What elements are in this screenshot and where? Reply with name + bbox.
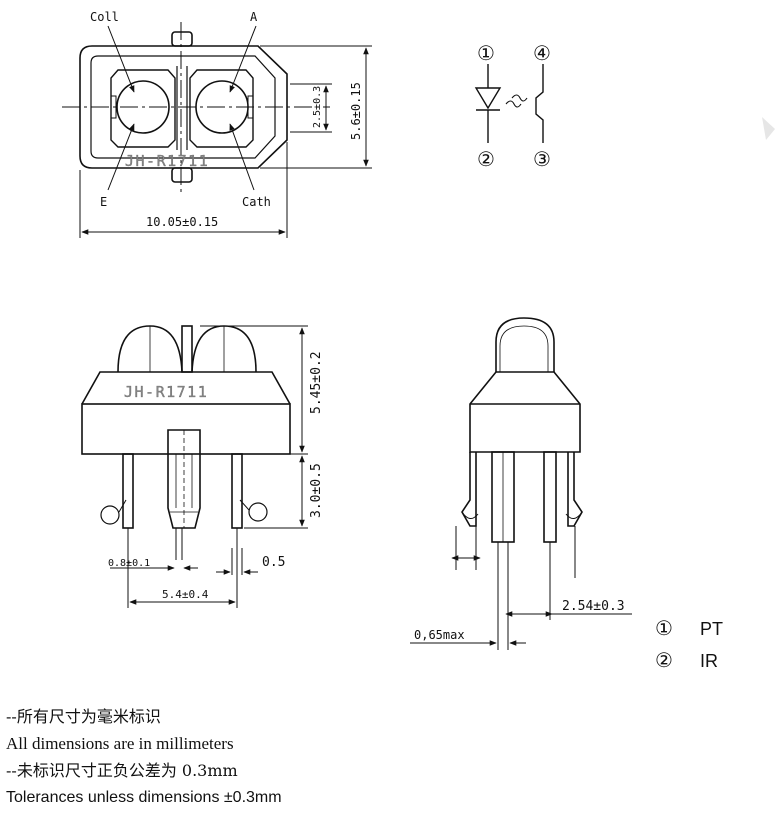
front-body-base — [81, 403, 291, 455]
leader-a — [229, 25, 257, 93]
top-view-text: Coll A E Cath JH-R1711 10.05±0.15 5.6±0.… — [90, 10, 363, 229]
note-line-cn-1: --所有尺寸为毫米标识 — [6, 707, 161, 726]
dim-lead-height-text: 3.0±0.5 — [309, 463, 324, 518]
lead-center — [167, 429, 201, 529]
dim-height-text: 5.6±0.15 — [349, 82, 363, 140]
leader-e — [107, 123, 135, 191]
side-dome-inner — [499, 325, 549, 372]
note-line-en-2: Tolerances unless dimensions ±0.3mm — [6, 789, 282, 806]
legend: ① PT ② IR — [655, 616, 723, 672]
top-view-body-outline — [79, 45, 288, 169]
side-tab-right — [567, 452, 583, 527]
top-tab — [171, 31, 193, 47]
top-body-marking: JH-R1711 — [125, 152, 209, 170]
legend-text-1: PT — [700, 619, 723, 639]
note-line-cn-2: --未标识尺寸正负公差为 0.3mm — [6, 761, 238, 780]
label-a: A — [250, 10, 258, 24]
left-lens-window — [110, 69, 176, 148]
front-view-text: JH-R1711 5.45±0.2 3.0±0.5 0.8±0.1 0.5 5.… — [108, 351, 324, 601]
dim-lead-thick-text: 0.5 — [262, 555, 285, 570]
schem-pin2: ② — [477, 147, 495, 171]
legend-text-2: IR — [700, 651, 718, 671]
side-tab-left — [461, 452, 477, 527]
lead-left — [122, 453, 134, 529]
schematic — [474, 64, 544, 143]
right-notch — [247, 95, 253, 119]
side-arc-left — [461, 511, 479, 519]
dim-lead-width-text: 0.8±0.1 — [108, 558, 150, 569]
dim-width-text: 10.05±0.15 — [146, 215, 218, 229]
right-lens-window — [189, 69, 254, 148]
schem-diode-triangle — [474, 87, 502, 110]
front-view — [81, 325, 308, 608]
side-view — [410, 317, 632, 650]
lead-right — [231, 453, 243, 529]
left-lens — [116, 80, 170, 134]
side-view-text: 2.54±0.3 0,65max — [414, 599, 625, 642]
dim-lead-span-text: 5.4±0.4 — [162, 588, 209, 601]
legend-num-1: ① — [655, 616, 673, 640]
dim-side-max-text: 0,65max — [414, 628, 465, 642]
dim-lens-height-text: 5.45±0.2 — [309, 351, 324, 414]
schem-pin4: ④ — [533, 41, 551, 65]
front-pin2-leader — [239, 499, 250, 511]
schem-pin3: ③ — [533, 147, 551, 171]
front-pin2-circle — [248, 502, 268, 522]
schem-light-arrow-2 — [511, 94, 528, 102]
front-body-top — [81, 371, 291, 405]
schem-transistor — [535, 64, 544, 143]
left-notch — [111, 95, 117, 119]
side-dome — [495, 317, 555, 372]
schematic-text: ① ④ ② ③ — [477, 41, 551, 171]
side-body — [469, 371, 581, 453]
top-view-inner-outline — [90, 55, 276, 159]
dim-side-pitch-text: 2.54±0.3 — [562, 599, 625, 614]
label-e: E — [100, 195, 107, 209]
page-edge-marker — [762, 117, 775, 140]
top-view — [62, 22, 372, 238]
front-pin1-circle — [100, 505, 120, 525]
schem-pin1: ① — [477, 41, 495, 65]
technical-drawing: Coll A E Cath JH-R1711 10.05±0.15 5.6±0.… — [62, 10, 775, 672]
schem-light-arrow-1 — [505, 100, 522, 108]
leader-coll — [107, 25, 135, 93]
side-lead-right — [543, 451, 557, 543]
label-cath: Cath — [242, 195, 271, 209]
label-coll: Coll — [90, 10, 119, 24]
front-pin1-leader — [118, 499, 127, 513]
notes-block: --所有尺寸为毫米标识 All dimensions are in millim… — [6, 703, 776, 811]
side-arc-right — [565, 511, 583, 519]
leader-cath — [229, 123, 255, 191]
legend-num-2: ② — [655, 648, 673, 672]
bottom-tab — [171, 167, 193, 183]
dim-pitch-text: 2.5±0.3 — [312, 86, 323, 128]
note-line-en-1: All dimensions are in millimeters — [6, 734, 234, 753]
center-post — [181, 325, 193, 373]
front-body-marking: JH-R1711 — [124, 383, 208, 401]
